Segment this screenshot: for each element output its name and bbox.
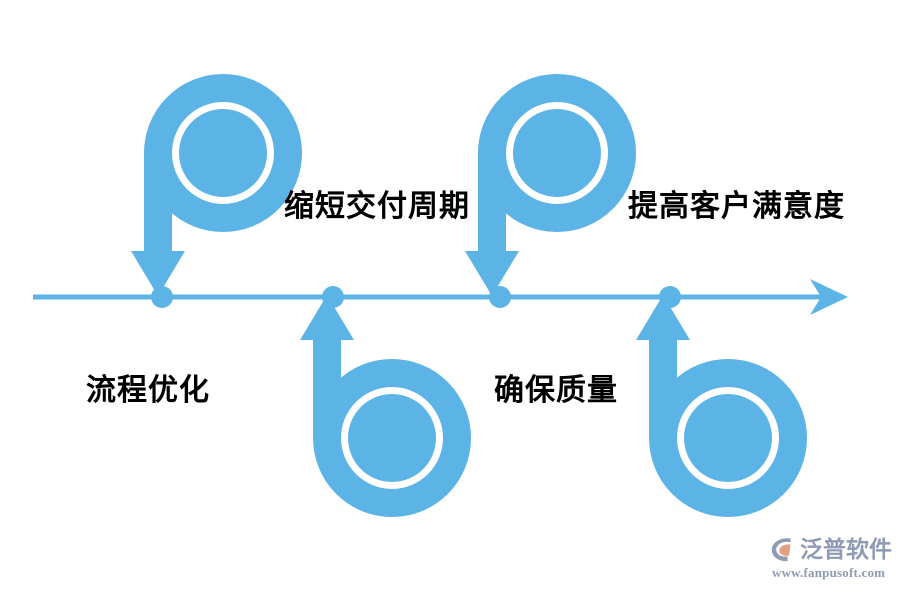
timeline-node-4 bbox=[659, 286, 681, 308]
timeline-arrowhead bbox=[810, 279, 848, 315]
label-shorten-delivery-cycle: 缩短交付周期 bbox=[284, 190, 470, 223]
timeline-node-2 bbox=[322, 286, 344, 308]
label-process-optimization: 流程优化 bbox=[86, 374, 210, 407]
label-improve-customer-satisfaction: 提高客户满意度 bbox=[628, 190, 845, 223]
fanpu-swoosh-logo-icon bbox=[771, 538, 791, 562]
watermark: 泛普软件 www.fanpusoft.com bbox=[768, 534, 894, 586]
timeline-node-3 bbox=[489, 286, 511, 308]
watermark-brand-text: 泛普软件 bbox=[800, 535, 892, 562]
marker-bottom-2-b-glyph bbox=[636, 295, 793, 503]
marker-bottom-1-b-glyph bbox=[300, 295, 457, 503]
watermark-url-text: www.fanpusoft.com bbox=[772, 565, 886, 580]
timeline-nodes bbox=[151, 286, 681, 308]
timeline-node-1 bbox=[151, 286, 173, 308]
label-ensure-quality: 确保质量 bbox=[494, 374, 618, 407]
marker-top-2-p-glyph bbox=[465, 88, 622, 296]
marker-top-1-p-glyph bbox=[131, 88, 288, 296]
watermark-brand-row: 泛普软件 bbox=[768, 534, 892, 564]
